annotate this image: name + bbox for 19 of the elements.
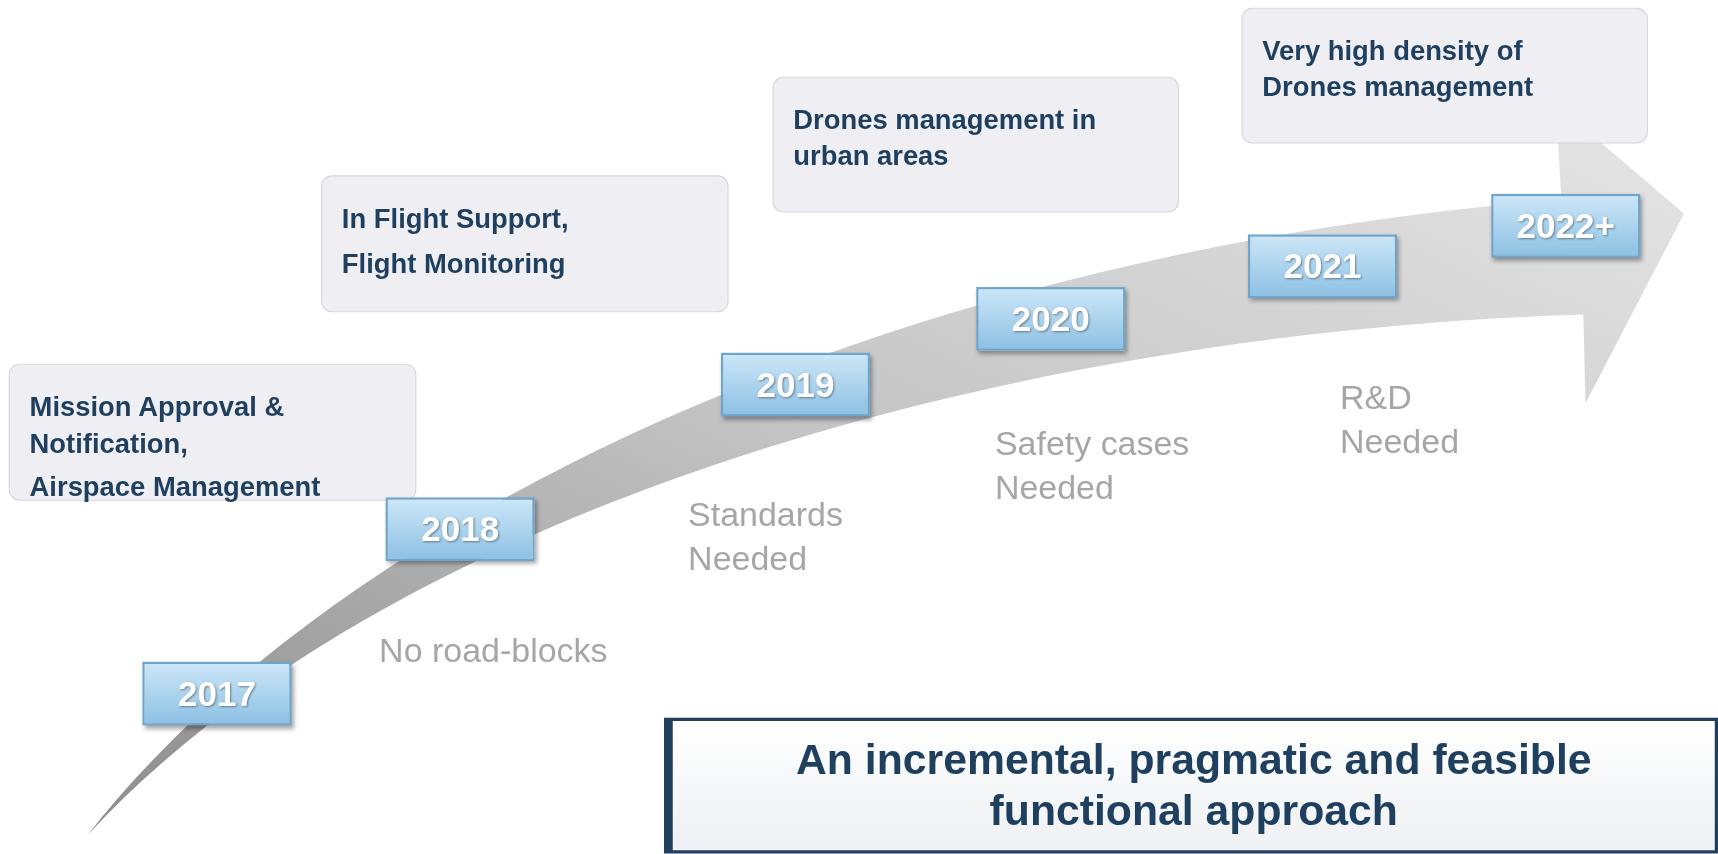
note-text: R&D Needed [1340,377,1461,463]
note-text: Safety cases Needed [994,423,1191,509]
text-card: Very high density of Drones management [1241,7,1648,144]
year-badge: 2022+ [1491,193,1641,258]
text-card [8,363,417,501]
card-text: Flight Monitoring [341,246,567,281]
year-badge: 2017 [142,661,292,726]
note-text: No road-blocks [379,630,609,672]
text-card [321,175,729,313]
title-banner: An incremental, pragmatic and feasible functional approach [664,717,1718,854]
year-badge: 2018 [385,497,535,561]
card-text: Airspace Management [29,470,322,504]
text-card: Drones management in urban areas [772,76,1179,213]
card-text: Mission Approval & Notification, [29,390,286,460]
year-badge: 2021 [1248,234,1397,299]
year-badge: 2019 [720,352,870,417]
year-badge: 2020 [976,287,1126,351]
card-text: In Flight Support, [341,201,570,236]
note-text: Standards Needed [688,494,844,580]
